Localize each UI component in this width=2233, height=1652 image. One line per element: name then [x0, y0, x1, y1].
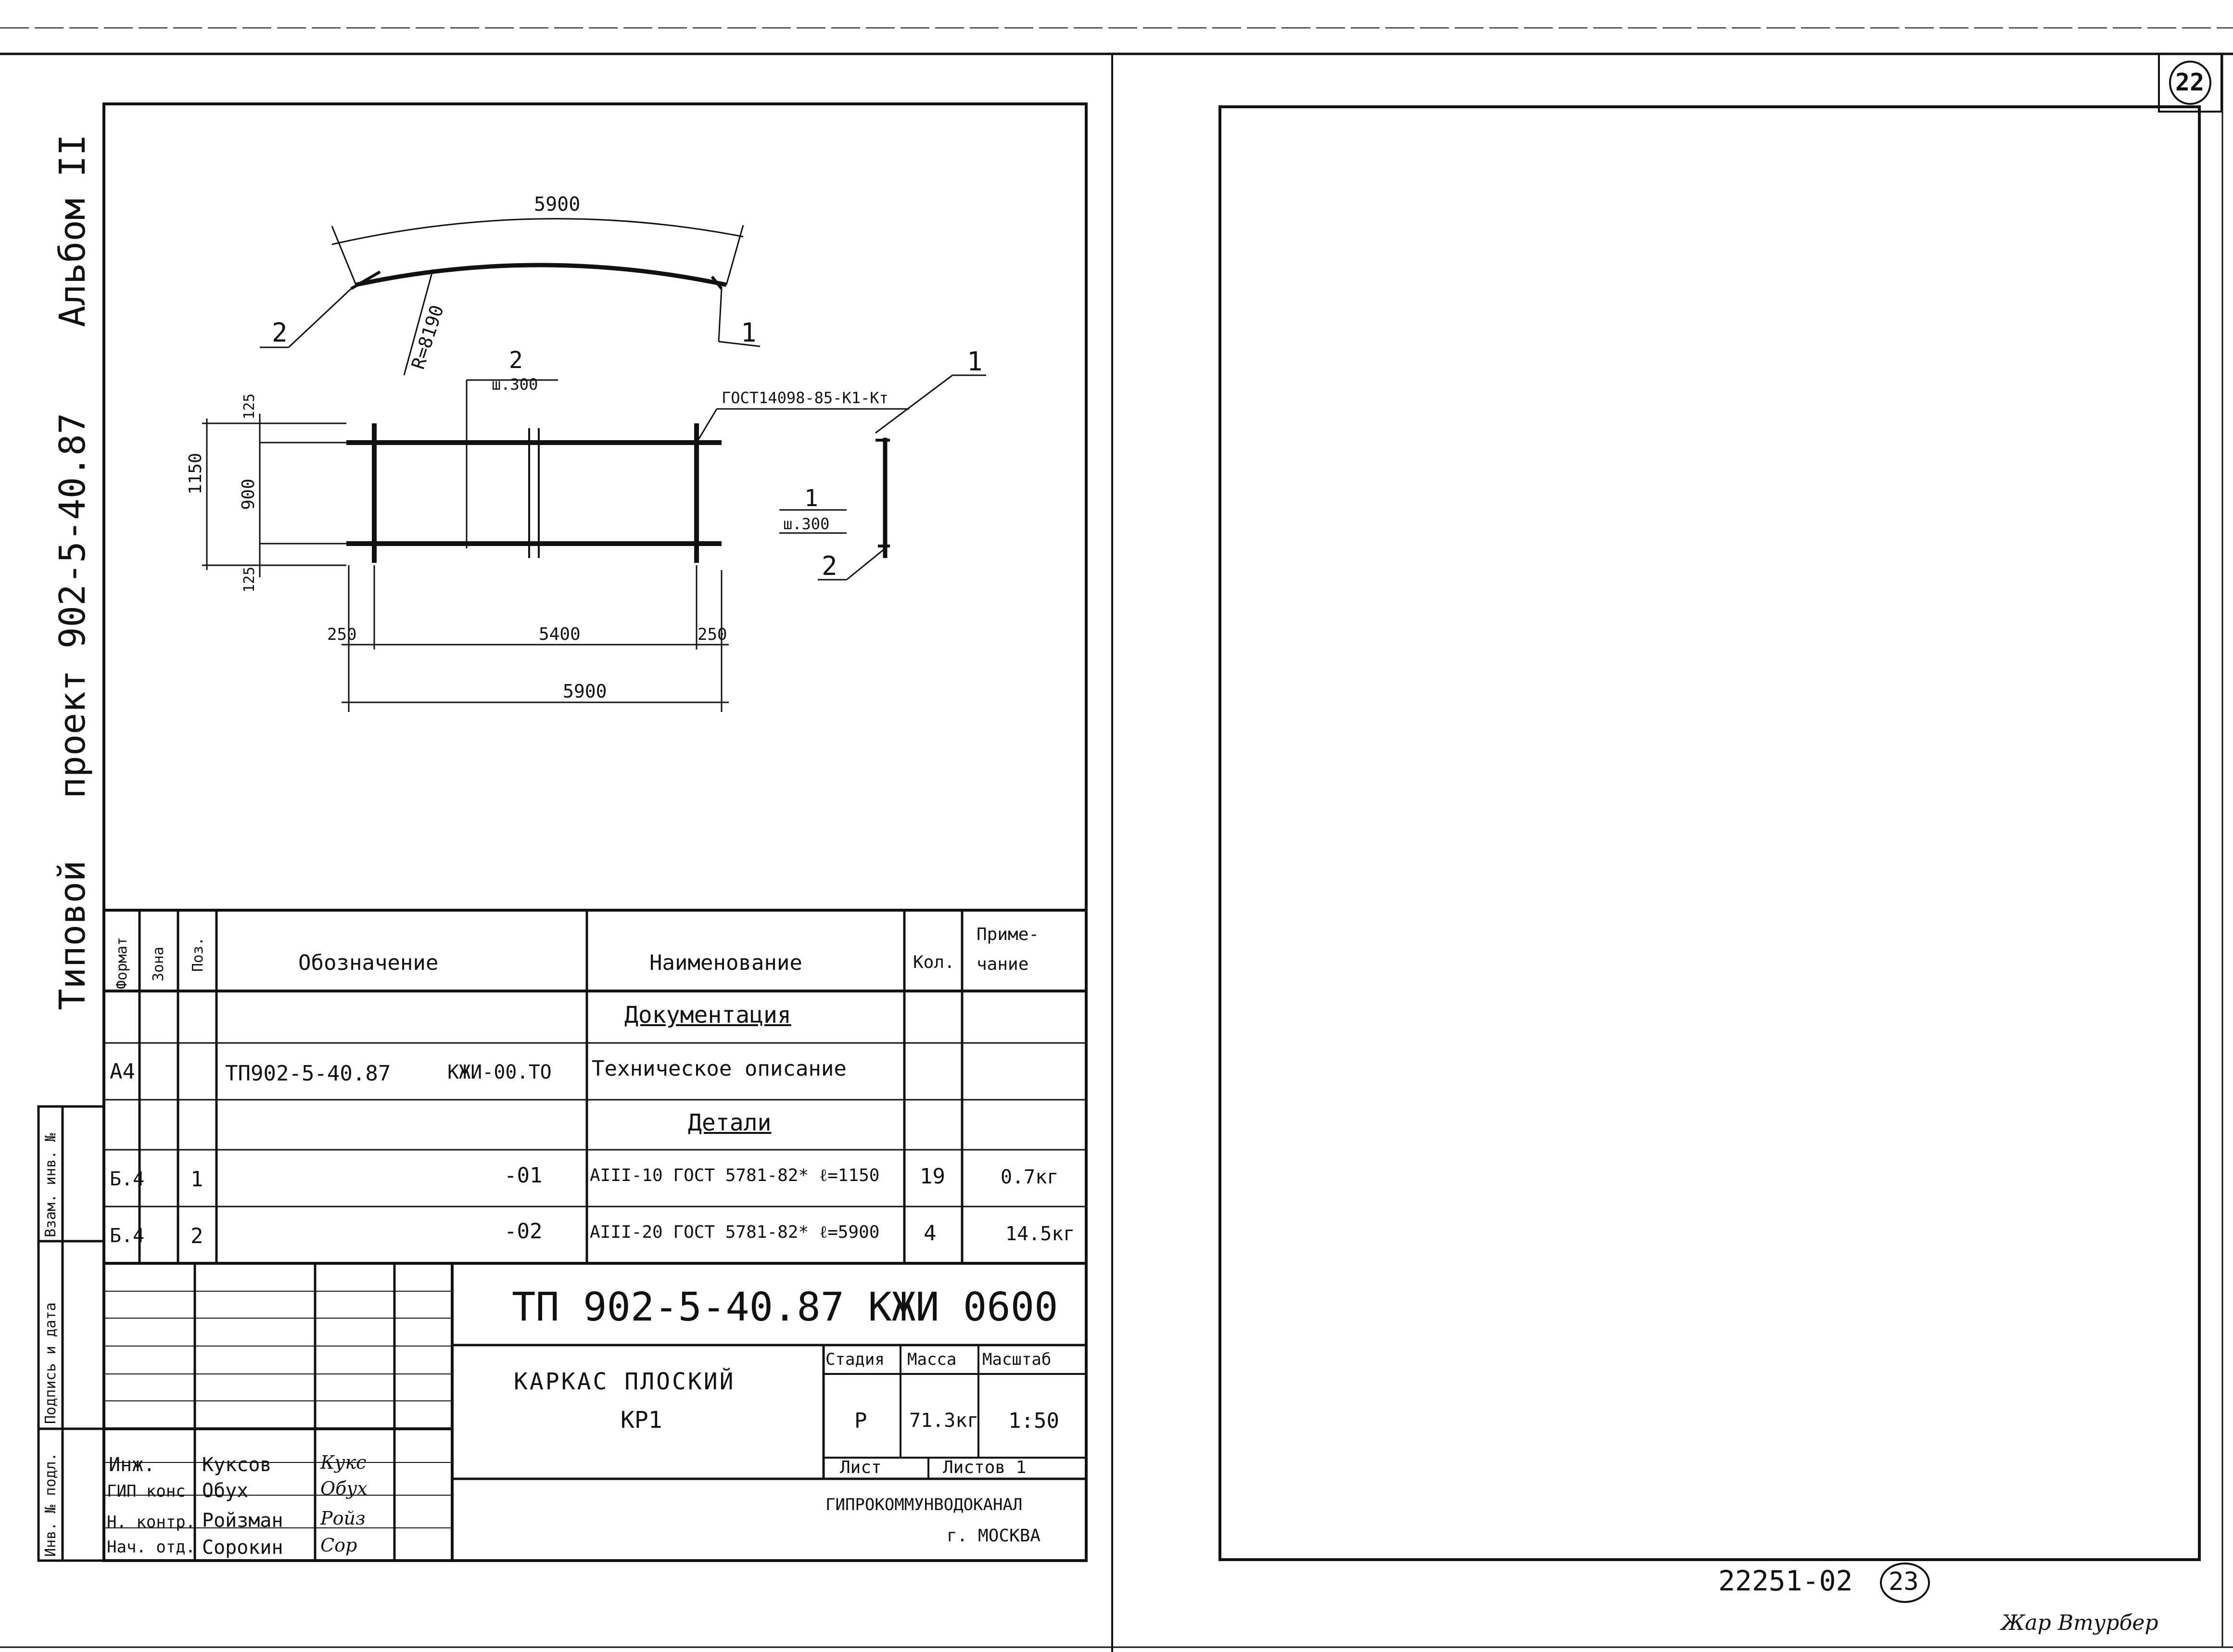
callout-gost: ГОСТ14098-85-К1-Кт	[722, 389, 888, 407]
dim-250-left: 250	[327, 625, 356, 644]
callout-1-step: ш.300	[783, 515, 829, 533]
role-norm-control: Н. контр.	[107, 1512, 196, 1532]
sign-norm-control: Ройз	[320, 1508, 366, 1529]
row1-format: Б.4	[110, 1168, 145, 1190]
row2-format: Б.4	[110, 1225, 145, 1247]
pos-label-right-top: 1	[741, 318, 757, 348]
page-number-bottom: 23	[1889, 1567, 1919, 1596]
side-stamp-grid	[37, 1105, 105, 1562]
side-title-album: Альбом II	[52, 134, 93, 327]
dim-1150: 1150	[186, 453, 205, 495]
row2-note: 14.5кг	[1005, 1223, 1075, 1245]
dim-900: 900	[239, 479, 258, 510]
dim-5400: 5400	[539, 624, 581, 644]
row1-pos: 1	[190, 1167, 203, 1192]
row1-name: АIII-10 ГОСТ 5781-82* ℓ=1150	[590, 1166, 880, 1185]
sign-head: Сор	[320, 1535, 357, 1556]
dim-125-top: 125	[241, 394, 258, 419]
drawing-name-line1: КАРКАС ПЛОСКИЙ	[514, 1368, 736, 1395]
header-format: Формат	[114, 937, 130, 989]
value-scale: 1:50	[1008, 1409, 1059, 1433]
row1-note: 0.7кг	[1001, 1166, 1059, 1188]
dim-250-right: 250	[698, 625, 727, 644]
sign-gip: Обух	[320, 1478, 368, 1499]
callout-1-right: 1	[967, 346, 983, 377]
row1-qty: 19	[920, 1164, 945, 1189]
row2-qty: 4	[924, 1221, 937, 1245]
row2-pos: 2	[190, 1224, 203, 1248]
dim-5900-bottom: 5900	[563, 681, 607, 702]
row-doc-name: Техническое описание	[592, 1056, 847, 1081]
radius-label: R=8190	[407, 303, 448, 372]
label-sheets: Листов 1	[943, 1458, 1027, 1477]
role-engineer: Инж.	[109, 1454, 155, 1476]
side-stamp-sign: Подпись и дата	[42, 1302, 59, 1424]
drawing-name-line2: КР1	[621, 1407, 662, 1434]
row1-designation: -01	[504, 1163, 543, 1188]
header-note: Приме- чание	[977, 925, 1040, 974]
frame-elevation	[202, 218, 986, 712]
role-gip: ГИП конс	[107, 1482, 186, 1501]
row2-name: АIII-20 ГОСТ 5781-82* ℓ=5900	[590, 1222, 880, 1242]
sign-engineer: Кукс	[320, 1452, 367, 1473]
row-doc-format: А4	[110, 1059, 135, 1084]
role-head: Нач. отд.	[107, 1538, 196, 1557]
label-mass: Масса	[907, 1350, 957, 1369]
footer-signatures: Жар Втурбер	[2001, 1611, 2158, 1635]
value-stage: Р	[854, 1409, 867, 1433]
name-norm-control: Ройзман	[202, 1510, 283, 1532]
callout-2: 2	[509, 347, 523, 374]
sheet-borders	[0, 27, 2233, 1652]
page-number-top: 22	[2175, 68, 2205, 96]
side-title-typical: Типовой	[52, 860, 93, 1010]
name-head: Сорокин	[202, 1537, 283, 1559]
label-scale: Масштаб	[982, 1350, 1052, 1369]
name-gip: Обух	[202, 1480, 249, 1502]
section-documentation: Документация	[624, 1002, 791, 1029]
dim-125-bottom: 125	[241, 567, 258, 593]
pos-label-left-top: 2	[272, 318, 288, 348]
row-doc-designation-b: КЖИ-00.ТО	[447, 1061, 552, 1083]
header-pos: Поз.	[190, 937, 206, 972]
drawing-code: ТП 902-5-40.87 КЖИ 0600	[512, 1284, 1058, 1330]
org-line2: г. МОСКВА	[947, 1526, 1041, 1546]
dim-top-arc: 5900	[534, 193, 580, 216]
row-doc-designation-a: ТП902-5-40.87	[225, 1061, 391, 1086]
row2-designation: -02	[504, 1219, 543, 1244]
value-mass: 71.3кг	[909, 1410, 979, 1432]
header-name: Наименование	[649, 951, 802, 975]
callout-1-mid: 1	[804, 485, 818, 512]
name-engineer: Куксов	[202, 1454, 272, 1476]
side-title-project: проект 902-5-40.87	[52, 413, 93, 799]
section-parts: Детали	[688, 1109, 772, 1136]
side-stamp-replace: Взам. инв. №	[42, 1133, 59, 1237]
header-designation: Обозначение	[298, 951, 439, 975]
label-stage: Стадия	[825, 1350, 885, 1369]
archive-number: 22251-02	[1718, 1564, 1853, 1597]
spec-table-grid	[104, 909, 1086, 1265]
callout-2-right: 2	[822, 551, 837, 581]
side-stamp-inv: Инв. № подл.	[42, 1452, 59, 1557]
header-qty: Кол.	[913, 953, 955, 972]
header-zone: Зона	[150, 946, 167, 981]
title-block-grid	[104, 1263, 1086, 1561]
callout-2-step: ш.300	[492, 375, 538, 394]
org-line1: ГИПРОКОММУНВОДОКАНАЛ	[825, 1495, 1023, 1514]
label-sheet: Лист	[840, 1458, 882, 1477]
